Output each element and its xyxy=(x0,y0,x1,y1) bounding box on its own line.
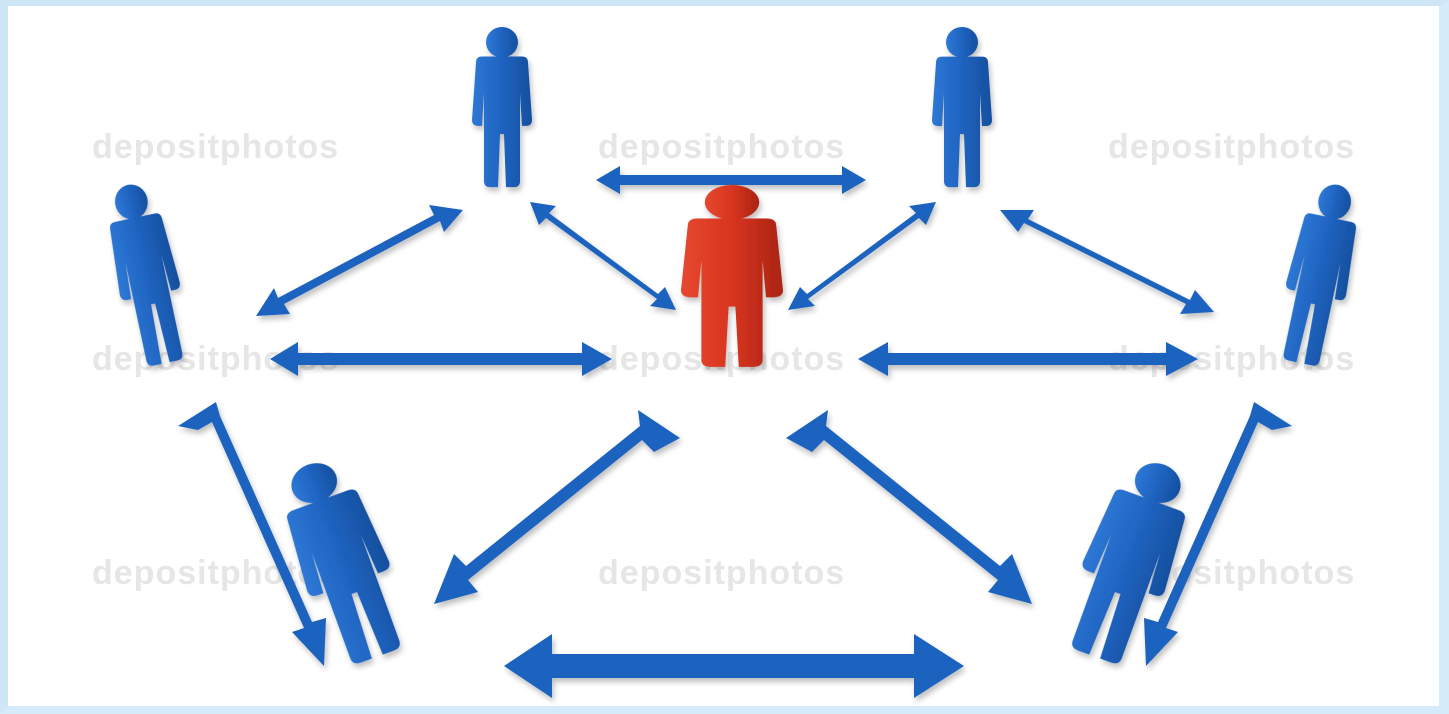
double-arrow-bottom xyxy=(504,634,964,698)
center-person-icon xyxy=(681,184,783,367)
double-arrow-topright-right xyxy=(1000,210,1214,314)
diagram-canvas: depositphotos depositphotos depositphoto… xyxy=(8,6,1439,706)
double-arrow-topright-center xyxy=(788,202,936,310)
double-arrow-center-bottomright xyxy=(786,410,1032,604)
person-icon xyxy=(97,178,196,370)
person-icon xyxy=(1270,178,1369,370)
double-arrow-left-bottomleft xyxy=(178,402,326,666)
double-arrow-right-bottomright xyxy=(1144,402,1292,666)
double-arrow-topleft-center xyxy=(530,202,676,310)
network-diagram xyxy=(97,26,1369,698)
person-icon xyxy=(932,26,992,188)
person-icon xyxy=(472,26,532,188)
person-icon xyxy=(1053,449,1206,672)
person-icon xyxy=(266,449,419,672)
double-arrow-right-center xyxy=(858,342,1198,376)
double-arrow-left-center xyxy=(270,342,612,376)
double-arrow-top xyxy=(596,166,866,194)
arrows-group xyxy=(178,166,1292,698)
double-arrow-center-bottomleft xyxy=(434,410,680,604)
double-arrow-topleft-left xyxy=(256,205,463,316)
